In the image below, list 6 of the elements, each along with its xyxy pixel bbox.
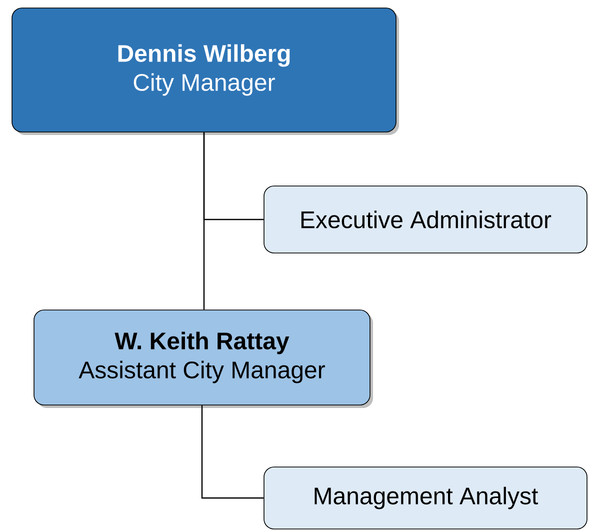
manager-box: Dennis Wilberg City Manager	[12, 8, 399, 135]
manager-box: W. Keith Rattay Assistant City Manager	[34, 310, 373, 408]
connector-line	[201, 405, 264, 499]
staff-box: Executive Administrator	[264, 186, 588, 254]
connector-line	[203, 132, 205, 310]
staff-box: Management Analyst	[264, 466, 588, 530]
